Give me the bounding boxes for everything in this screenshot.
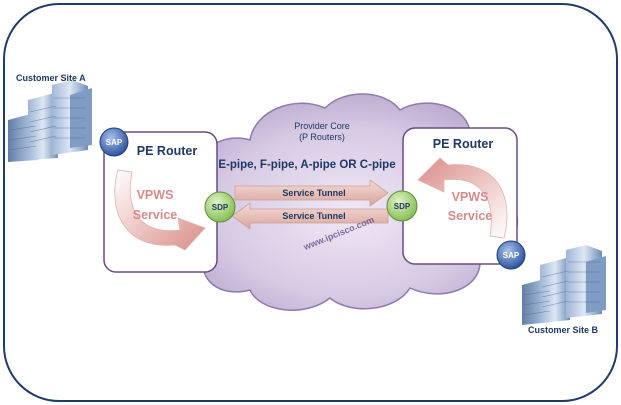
sap-right-circle — [496, 240, 526, 270]
sdp-left-circle — [204, 191, 236, 223]
sap-left-label: SAP — [106, 138, 123, 147]
vpws-service-left-line2: Service — [133, 208, 178, 222]
vpws-service-arrow-left — [114, 169, 206, 251]
provider-core-label-line1: Provider Core — [294, 121, 350, 131]
service-tunnel-bottom-label: Service Tunnel — [282, 211, 345, 221]
service-tunnel-top-label: Service Tunnel — [282, 188, 345, 198]
sdp-right-label: SDP — [394, 202, 411, 211]
pseudowire-types-label: E-pipe, F-pipe, A-pipe OR C-pipe — [218, 159, 395, 171]
customer-site-a-label: Customer Site A — [16, 73, 86, 83]
vpws-service-right-line1: VPWS — [452, 190, 489, 204]
sap-left-circle — [99, 127, 129, 157]
customer-site-a-building-icon — [8, 80, 92, 162]
sdp-left-label: SDP — [212, 203, 229, 212]
vpws-service-arrow-right — [417, 157, 508, 239]
vpws-service-left-line1: VPWS — [137, 188, 174, 202]
provider-core-label-line2: (P Routers) — [299, 132, 345, 142]
sdp-right-circle — [386, 190, 418, 222]
sap-right-label: SAP — [503, 251, 520, 260]
customer-site-b-label: Customer Site B — [528, 325, 599, 335]
customer-site-b-building-icon — [522, 245, 606, 325]
service-tunnel-top-arrow — [234, 179, 389, 207]
pe-router-left-title: PE Router — [137, 144, 198, 158]
pe-router-right-title: PE Router — [433, 137, 494, 151]
service-tunnel-bottom-arrow — [231, 202, 389, 230]
vpws-service-right-line2: Service — [448, 209, 493, 223]
